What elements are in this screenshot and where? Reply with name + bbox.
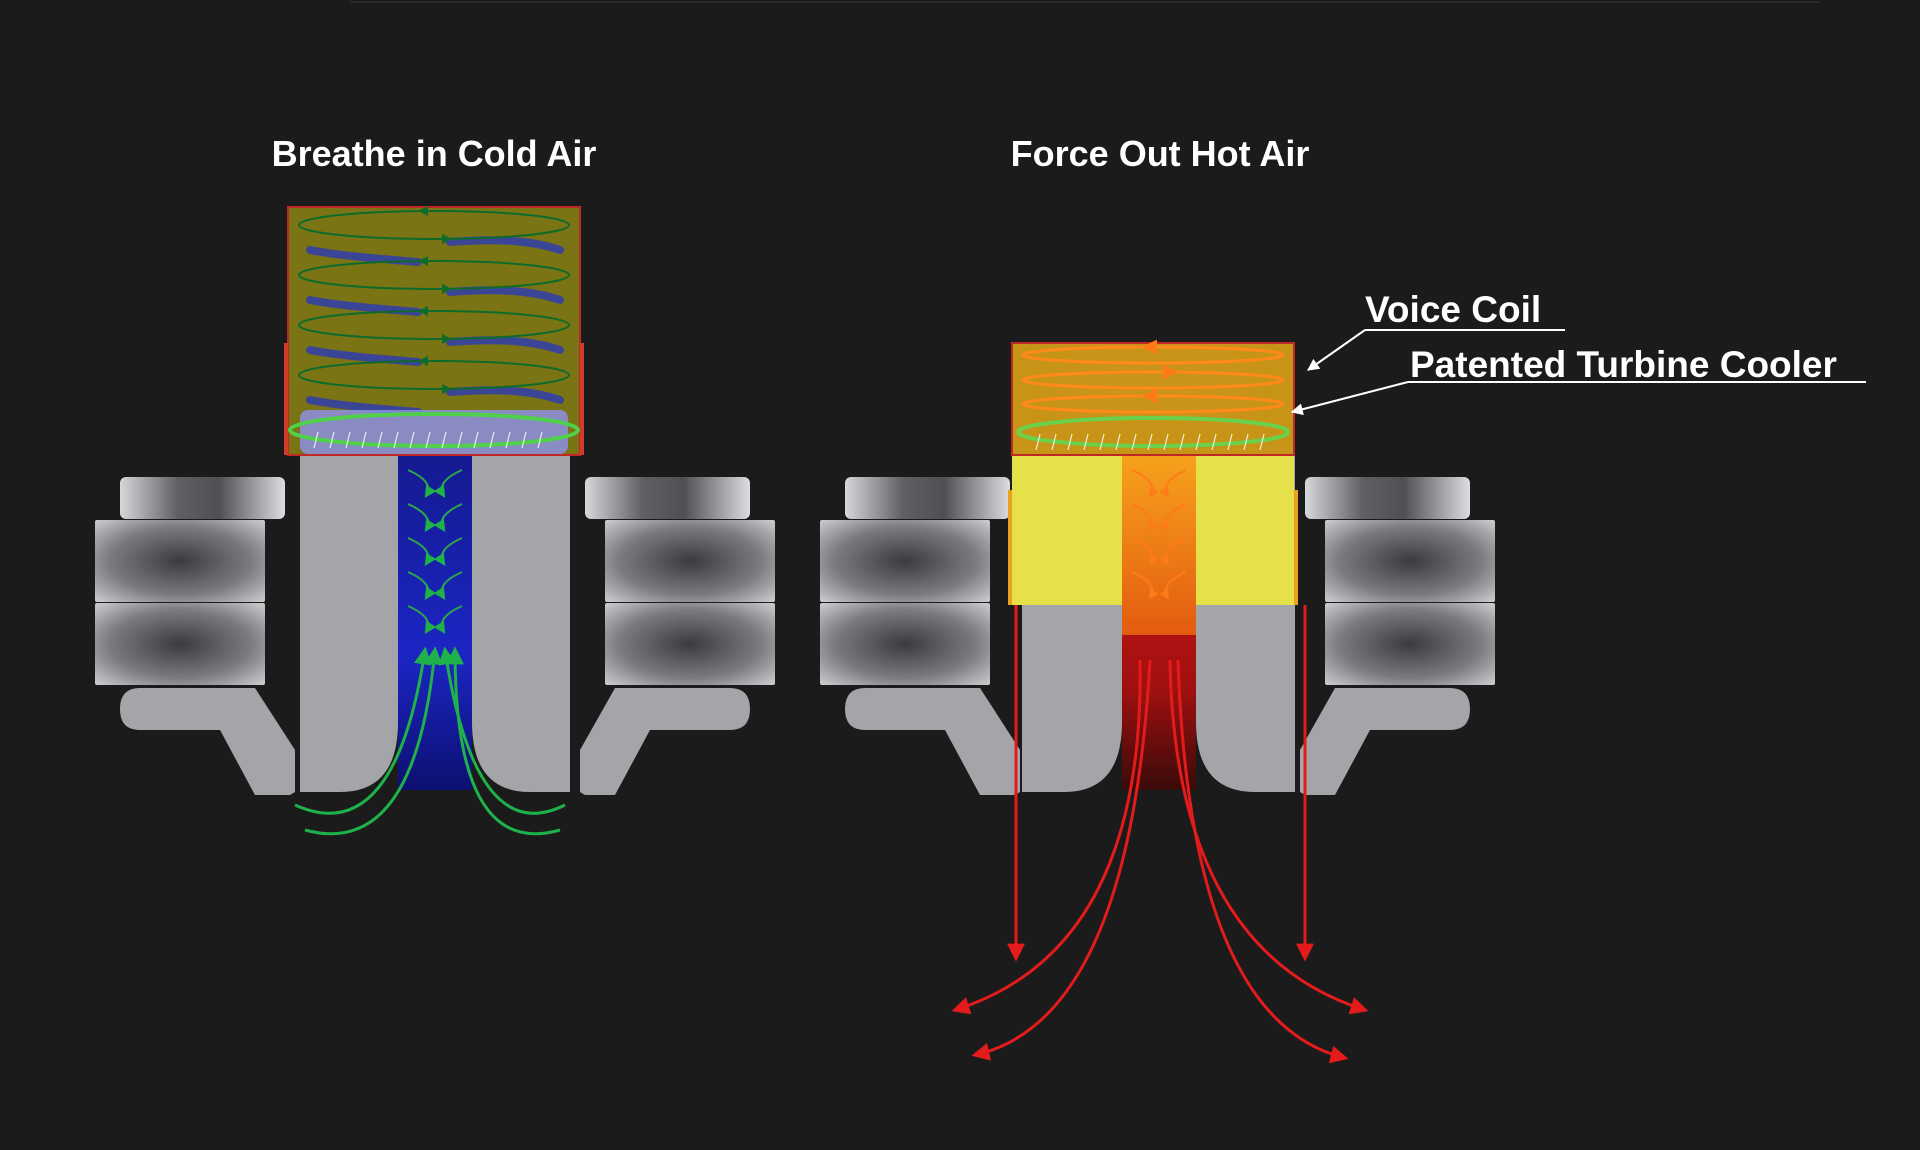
intake-heading: Breathe in Cold Air (272, 133, 597, 174)
exhaust-left-magnet (820, 477, 1020, 795)
exhaust-vent-swirls (1131, 469, 1187, 600)
intake-pole-right (472, 455, 570, 792)
exhaust-hot-core (1122, 455, 1196, 635)
exhaust-panel: Force Out Hot Air (820, 133, 1495, 1064)
turbine-cooler-label: Patented Turbine Cooler (1410, 344, 1837, 385)
exhaust-right-magnet (1300, 477, 1495, 795)
intake-vent-swirls (407, 469, 463, 635)
intake-left-magnet (95, 477, 295, 795)
voice-coil-label: Voice Coil (1365, 289, 1541, 330)
turbine-cooler-callout: Patented Turbine Cooler (1290, 344, 1866, 416)
exhaust-hot-air-arrows (951, 605, 1369, 1064)
intake-pole-left (300, 455, 398, 792)
exhaust-voice-coil (1011, 339, 1295, 456)
intake-voice-coil (284, 206, 584, 456)
exhaust-heading: Force Out Hot Air (1011, 133, 1310, 174)
intake-panel: Breathe in Cold Air (95, 133, 775, 836)
voice-coil-callout: Voice Coil (1307, 289, 1565, 371)
intake-right-magnet (580, 477, 775, 795)
intake-cold-air-arrows (294, 646, 566, 836)
